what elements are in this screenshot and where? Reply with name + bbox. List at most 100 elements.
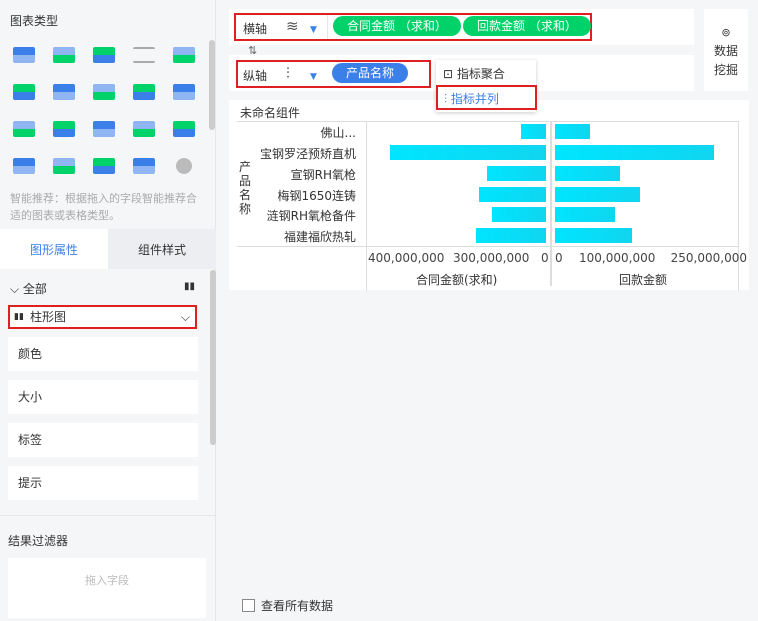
bar-contract[interactable] <box>475 228 546 244</box>
chart-icon-glyph <box>133 157 155 174</box>
detail-table-chart-icon[interactable] <box>84 36 124 73</box>
bar-chart-icon: ▮▮ <box>184 281 196 292</box>
area-chart-icon[interactable] <box>4 147 44 184</box>
chart-icon-glyph <box>53 157 75 174</box>
category-label: 宝钢罗泾预矫直机 <box>259 146 356 161</box>
bar-payment[interactable] <box>555 144 715 160</box>
mining-label: 数据 <box>713 44 738 58</box>
tick-label: 400,000,000 <box>368 251 445 265</box>
scrollbar[interactable] <box>209 40 215 130</box>
view-all-data[interactable]: 查看所有数据 <box>242 597 333 614</box>
left-panel: 图表类型 智能推荐：根据拖入的字段智能推荐合适的图表或表格类型。 图形属性 组件… <box>0 0 216 621</box>
chart-icon-glyph <box>173 120 195 137</box>
field-pill-payment[interactable]: 回款金额 （求和） <box>463 16 591 36</box>
range-bar-chart-icon[interactable] <box>44 110 84 147</box>
tab-component-style[interactable]: 组件样式 <box>108 229 216 269</box>
scrollbar[interactable] <box>210 270 216 445</box>
filter-title: 结果过滤器 <box>8 534 69 548</box>
axis-mode-icon[interactable]: ≋ <box>286 17 299 35</box>
category-label: 宣钢RH氧枪 <box>290 167 356 182</box>
aggregate-icon: ⊡ <box>443 67 457 81</box>
all-toggle[interactable]: ⌵ 全部 <box>10 280 47 297</box>
bar-contract[interactable] <box>487 165 546 181</box>
chart-icon-glyph <box>53 83 75 100</box>
multi-indicator-chart-icon[interactable] <box>4 73 44 110</box>
smart-hint: 智能推荐：根据拖入的字段智能推荐合适的图表或表格类型。 <box>10 192 197 222</box>
category-label: 涟钢RH氧枪备件 <box>266 209 356 224</box>
prop-color[interactable]: 颜色 <box>8 337 198 371</box>
field-pill-contract[interactable]: 合同金额 （求和） <box>333 16 461 36</box>
field-pill-product[interactable]: 产品名称 <box>332 63 409 83</box>
category-label: 梅钢1650连铸 <box>277 188 356 203</box>
combo-chart-icon[interactable] <box>44 147 84 184</box>
radar-chart-icon[interactable] <box>164 110 204 147</box>
y-axis-title: 产品名称 <box>239 160 252 216</box>
bar-payment[interactable] <box>555 124 590 139</box>
chart-icon-glyph <box>13 83 35 100</box>
chart-icon-glyph <box>53 120 75 137</box>
bar-payment[interactable] <box>555 228 632 244</box>
chart-icon-glyph <box>53 46 75 63</box>
bar-contract[interactable] <box>521 124 546 139</box>
axis-mode-dropdown: ⊡ 指标聚合 ⫶ 指标并列 <box>436 60 537 112</box>
prop-size[interactable]: 大小 <box>8 380 198 414</box>
chart-icon-glyph <box>93 46 115 63</box>
all-label: 全部 <box>22 282 47 296</box>
bar-contract[interactable] <box>491 207 546 223</box>
parallel-icon: ⫶ <box>444 92 451 106</box>
text-table-chart-icon[interactable] <box>164 36 204 73</box>
polyline-chart-icon[interactable] <box>124 110 164 147</box>
grouped-bar-chart-icon[interactable] <box>124 73 164 110</box>
chart-types-title: 图表类型 <box>10 14 59 28</box>
kpi-chart-icon[interactable] <box>124 36 164 73</box>
prop-label[interactable]: 标签 <box>8 423 198 457</box>
chart-widget: 未命名组件 产品名称 佛山... 宝钢罗泾预矫直机宣钢RH氧枪梅钢1650连铸涟钢… <box>229 100 749 291</box>
table-chart-icon[interactable] <box>4 36 44 73</box>
stacked-bar-chart-icon[interactable] <box>84 73 124 110</box>
bar-payment[interactable] <box>555 165 621 181</box>
tick-label: 0 <box>541 251 549 265</box>
data-mining-button[interactable]: ⊚ 数据 挖掘 <box>704 9 748 91</box>
caret-down-icon[interactable]: ▼ <box>310 25 317 35</box>
menu-item-aggregate[interactable]: ⊡ 指标聚合 <box>443 65 505 82</box>
view-all-label: 查看所有数据 <box>261 599 334 613</box>
category-label: 福建福欣热轧 <box>283 230 356 245</box>
scatter-chart-icon[interactable] <box>84 147 124 184</box>
bar-chart-icon[interactable] <box>164 73 204 110</box>
chart-icon-glyph <box>93 157 115 174</box>
category-label: 佛山... <box>320 126 356 140</box>
bar-payment[interactable] <box>555 186 641 202</box>
chart-type-select[interactable]: ▮▮柱形图⌵ <box>8 305 197 329</box>
bar-chart-icon: ▮▮ <box>14 312 24 322</box>
tab-graph-props[interactable]: 图形属性 <box>0 229 108 269</box>
caret-down-icon[interactable]: ▼ <box>310 72 317 82</box>
x-axis-title-left: 合同金额(求和) <box>416 273 498 287</box>
menu-label: 指标聚合 <box>456 67 505 81</box>
bar-contract[interactable] <box>389 144 546 160</box>
chart-icon-glyph <box>133 120 155 137</box>
swap-axes-icon[interactable]: ⇅ <box>248 44 258 57</box>
bar-payment[interactable] <box>555 207 616 223</box>
x-axis-title-right: 回款金额 <box>619 273 668 287</box>
menu-label: 指标并列 <box>450 92 499 106</box>
pie-chart-icon[interactable] <box>164 147 204 184</box>
heatmap-chart-icon[interactable] <box>44 73 84 110</box>
chart-icon-glyph <box>173 46 195 63</box>
bar-horizontal-chart-icon[interactable] <box>4 110 44 147</box>
x-axis-shelf: 横轴 ≋ ▼ <box>234 13 592 41</box>
tick-label: 100,000,000 <box>579 251 656 265</box>
bar-contract[interactable] <box>479 186 546 202</box>
cross-table-chart-icon[interactable] <box>44 36 84 73</box>
prop-tooltip[interactable]: 提示 <box>8 466 198 500</box>
y-axis-label: 纵轴 <box>243 69 268 83</box>
line-chart-icon[interactable] <box>84 110 124 147</box>
tick-label: 0 <box>555 251 563 265</box>
chart-type-value: 柱形图 <box>30 310 67 324</box>
bubble-chart-icon[interactable] <box>124 147 164 184</box>
chart-title: 未命名组件 <box>240 106 301 120</box>
checkbox[interactable] <box>242 599 255 612</box>
axis-parallel-icon[interactable]: ⫶ <box>286 64 290 82</box>
mining-label: 挖掘 <box>713 63 738 77</box>
menu-item-parallel[interactable]: ⫶ 指标并列 <box>436 85 537 110</box>
filter-drop-zone[interactable]: 拖入字段 <box>8 558 206 618</box>
